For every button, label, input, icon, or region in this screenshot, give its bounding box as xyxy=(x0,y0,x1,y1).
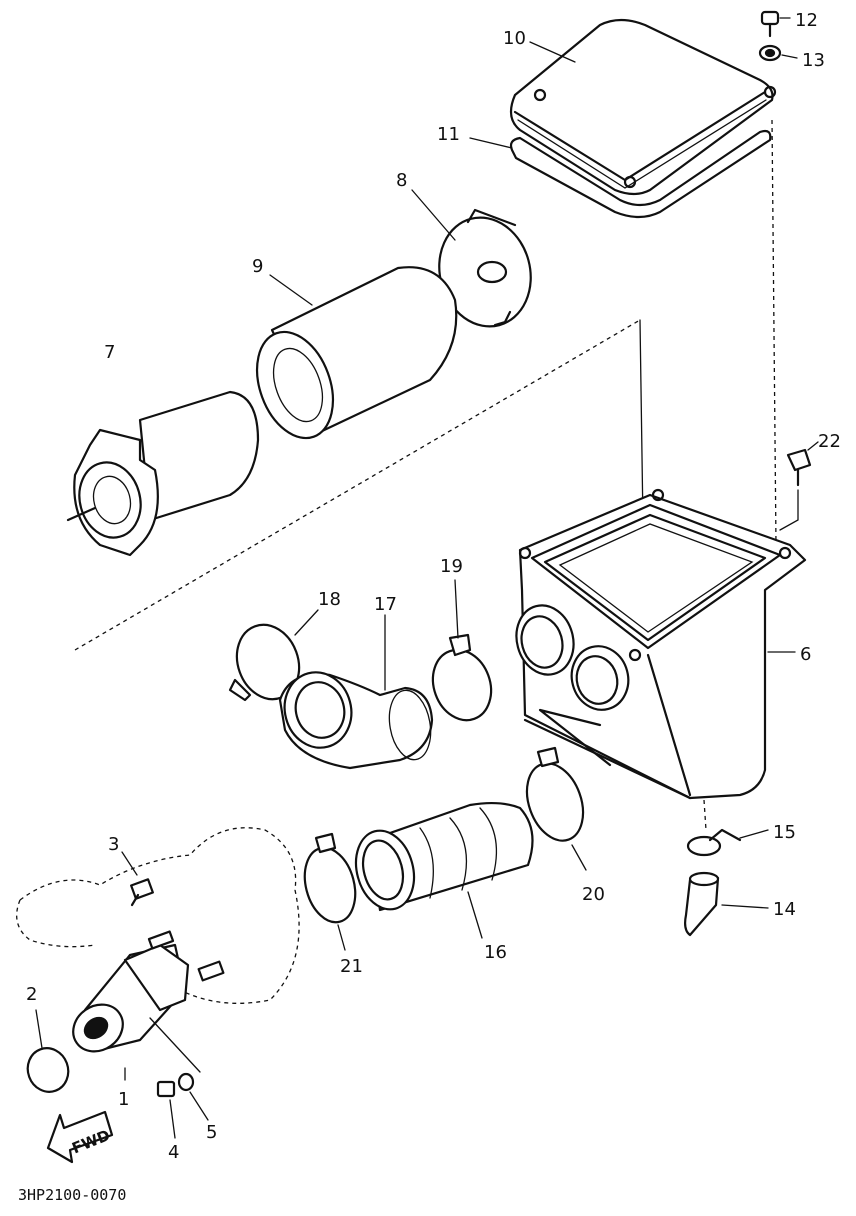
engine-outline xyxy=(16,827,300,1004)
part-air-filter xyxy=(66,390,260,557)
part-air-box-cap xyxy=(509,18,777,196)
label-part-8: 8 xyxy=(396,170,407,191)
label-part-2: 2 xyxy=(26,984,37,1005)
label-part-13: 13 xyxy=(802,50,825,71)
label-part-11: 11 xyxy=(437,124,460,145)
part-carburetor-joint xyxy=(72,930,225,1053)
part-nut-4 xyxy=(156,1080,176,1098)
label-part-10: 10 xyxy=(503,28,526,49)
part-elbow-joint xyxy=(278,671,434,770)
part-foam-element xyxy=(256,266,458,440)
label-part-15: 15 xyxy=(773,822,796,843)
forward-arrow: FWD xyxy=(46,1110,114,1164)
part-washer-13 xyxy=(758,44,782,62)
part-o-ring-2 xyxy=(26,1047,70,1093)
label-part-9: 9 xyxy=(252,256,263,277)
part-clamp-19 xyxy=(431,633,493,722)
label-part-6: 6 xyxy=(800,644,811,665)
part-screw-12 xyxy=(760,10,780,38)
part-cap-gasket xyxy=(509,129,772,219)
diagram-code: 3HP2100-0070 xyxy=(18,1186,126,1204)
part-clamp-21 xyxy=(303,832,357,924)
label-part-20: 20 xyxy=(582,884,605,905)
part-bolt-22 xyxy=(779,448,812,531)
label-part-14: 14 xyxy=(773,899,796,920)
label-part-17: 17 xyxy=(374,594,397,615)
leader-lines xyxy=(35,17,819,1139)
label-part-7: 7 xyxy=(104,342,115,363)
label-part-3: 3 xyxy=(108,834,119,855)
part-bolt-3 xyxy=(130,878,154,907)
label-part-12: 12 xyxy=(795,10,818,31)
label-part-18: 18 xyxy=(318,589,341,610)
label-part-19: 19 xyxy=(440,556,463,577)
part-labels: 1 2 3 4 5 6 7 8 9 10 11 12 13 14 15 16 1… xyxy=(26,10,841,1163)
part-intake-hose xyxy=(354,801,534,912)
label-part-21: 21 xyxy=(340,956,363,977)
part-clamp-20 xyxy=(525,746,585,842)
part-clip-15 xyxy=(686,828,742,857)
part-drain-boot-14 xyxy=(684,871,720,937)
label-part-16: 16 xyxy=(484,942,507,963)
label-part-5: 5 xyxy=(206,1122,217,1143)
label-part-4: 4 xyxy=(168,1142,179,1163)
label-part-1: 1 xyxy=(118,1089,129,1110)
label-part-22: 22 xyxy=(818,431,841,452)
part-washer-5 xyxy=(177,1072,195,1092)
part-air-box-case xyxy=(515,488,807,800)
